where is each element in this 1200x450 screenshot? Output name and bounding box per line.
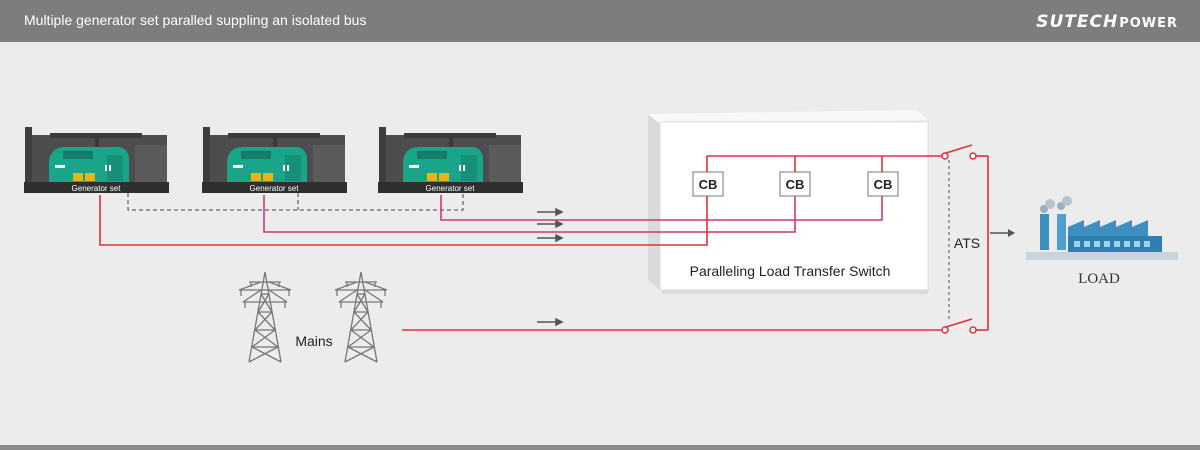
control-link-dashed bbox=[127, 193, 464, 211]
circuit-breaker-2: CB bbox=[779, 171, 811, 197]
factory-icon bbox=[1026, 196, 1178, 260]
generator-set-3: Generator set bbox=[378, 127, 523, 193]
mains-label: Mains bbox=[295, 333, 332, 349]
bus-bar bbox=[706, 155, 942, 172]
generator-label: Generator set bbox=[72, 184, 122, 193]
brand-logo: SUTECHPOWER bbox=[1036, 12, 1178, 32]
page-title: Multiple generator set paralled suppling… bbox=[24, 12, 367, 28]
load-label: LOAD bbox=[1078, 271, 1120, 287]
footer-bar bbox=[0, 445, 1200, 450]
breaker-label: CB bbox=[786, 177, 805, 192]
circuit-breaker-1: CB bbox=[692, 171, 724, 197]
generator-set-1: Generator set bbox=[24, 127, 169, 193]
flow-arrows bbox=[537, 207, 564, 327]
header-bar: Multiple generator set paralled suppling… bbox=[0, 0, 1200, 42]
generator-set-2: Generator set bbox=[202, 127, 347, 193]
breaker-label: CB bbox=[699, 177, 718, 192]
panel-title: Paralleling Load Transfer Switch bbox=[690, 263, 891, 279]
ats-label: ATS bbox=[954, 235, 980, 251]
breaker-label: CB bbox=[874, 177, 893, 192]
transfer-switch-panel bbox=[648, 110, 929, 294]
generator-label: Generator set bbox=[426, 184, 476, 193]
load-arrow bbox=[990, 229, 1015, 237]
transmission-tower-icon bbox=[334, 271, 388, 363]
ats-switch bbox=[941, 144, 989, 334]
logo-main-text: SUTECH bbox=[1036, 12, 1119, 32]
logo-sub-text: POWER bbox=[1119, 16, 1178, 31]
generator-feed-lines bbox=[99, 195, 883, 246]
transmission-tower-icon bbox=[238, 271, 292, 363]
circuit-breaker-3: CB bbox=[867, 171, 899, 197]
generator-label: Generator set bbox=[250, 184, 300, 193]
